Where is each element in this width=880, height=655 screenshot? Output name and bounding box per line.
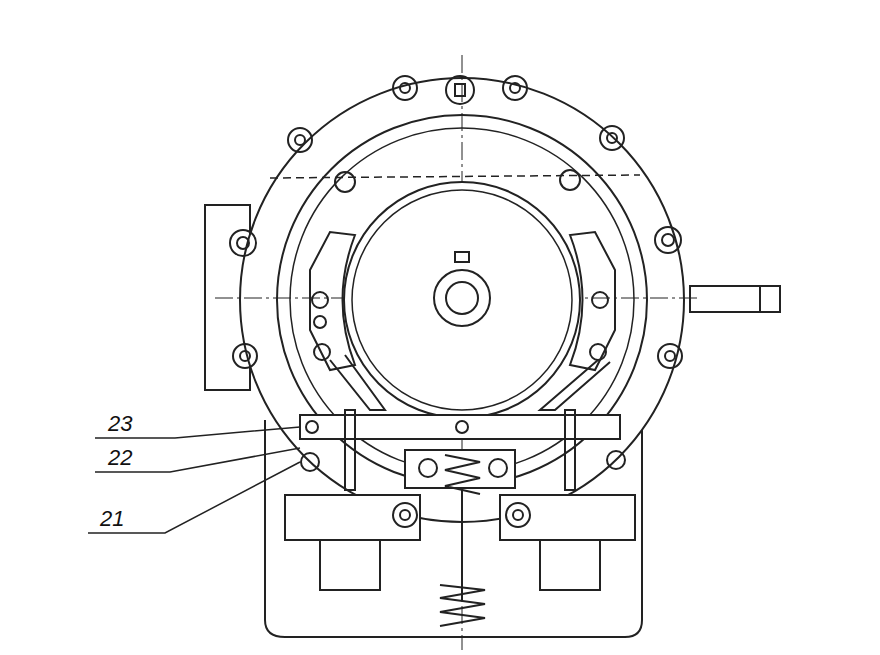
hidden-line — [270, 175, 640, 178]
callout-number: 21 — [100, 508, 124, 530]
leader-line — [95, 448, 300, 472]
flange-inner — [277, 115, 647, 485]
lower-spring — [440, 585, 485, 626]
hub — [434, 270, 490, 326]
shaft-end — [690, 286, 780, 312]
key — [455, 252, 469, 262]
brake-drum — [344, 182, 580, 418]
right-lever — [540, 360, 610, 410]
callout-number: 22 — [108, 447, 132, 469]
cross-bar — [300, 415, 620, 439]
leader-line — [88, 462, 300, 533]
magnet-block — [285, 495, 420, 540]
magnet-block — [500, 495, 635, 540]
callout-number: 23 — [108, 413, 132, 435]
shaft-line — [759, 286, 761, 312]
left-lever — [330, 355, 385, 410]
